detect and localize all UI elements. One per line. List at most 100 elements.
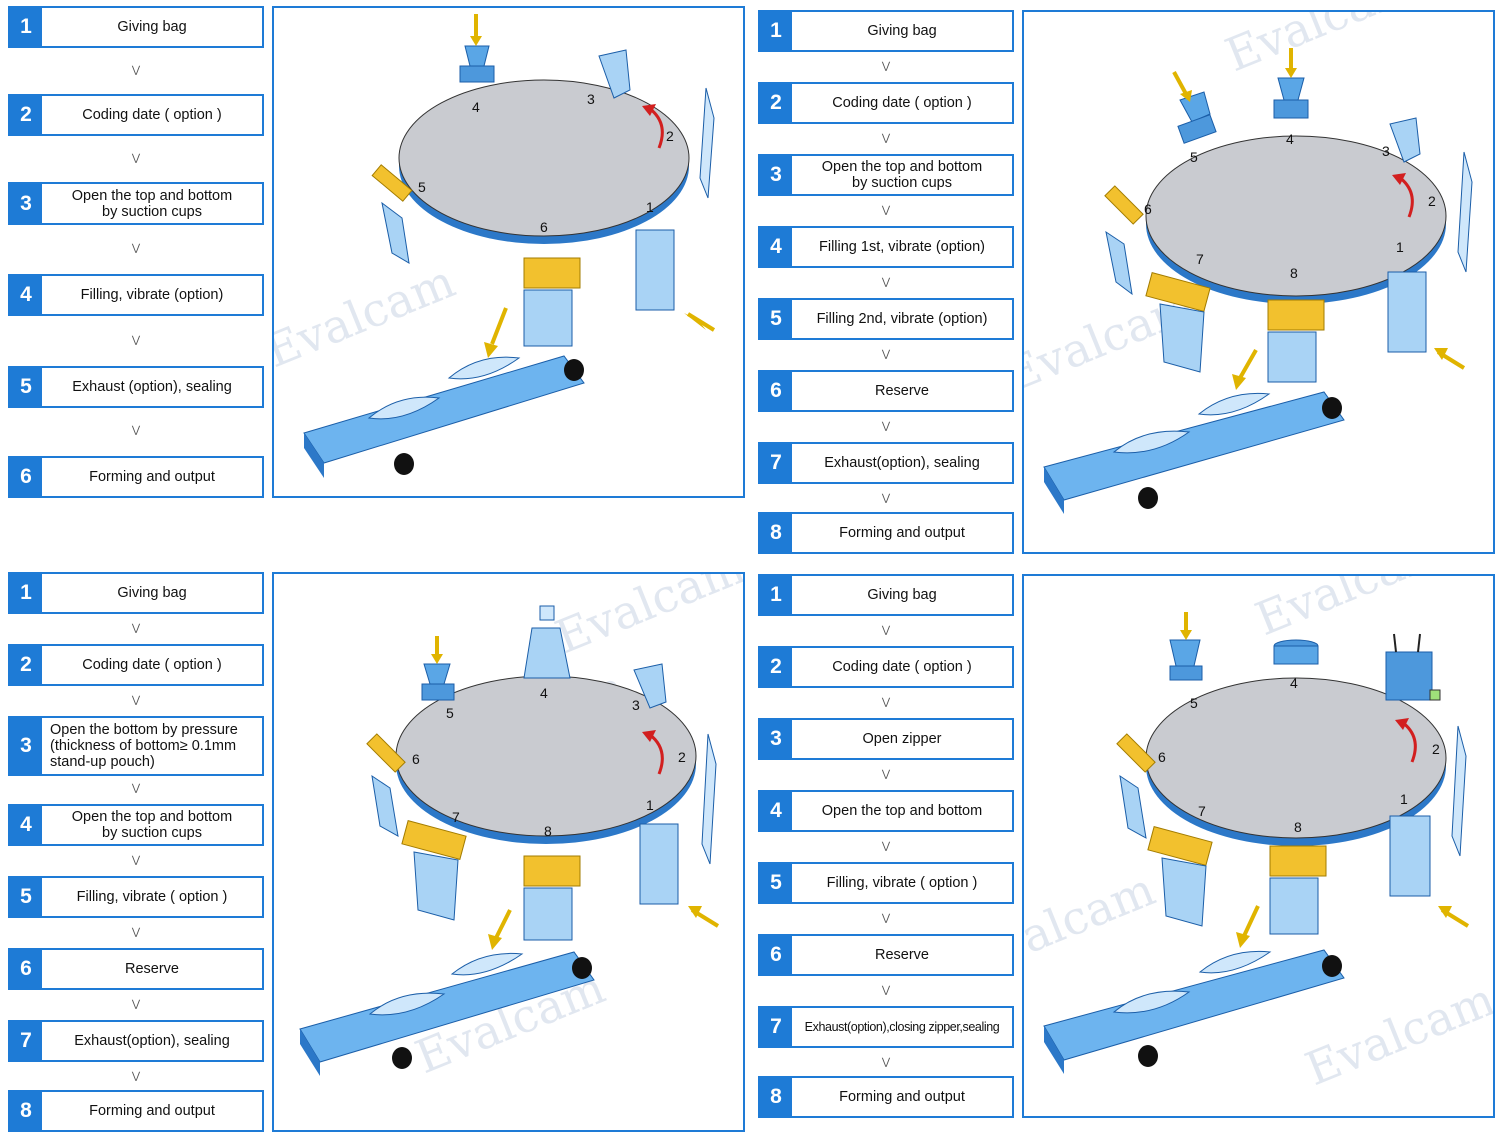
step-label: Forming and output xyxy=(89,469,215,485)
rotary-machine-illustration: Evalcam Evalcam Evalcam Evalcam 1 2 3 4 … xyxy=(1022,574,1495,1118)
chevron-down-icon: ⋁ xyxy=(131,783,141,794)
station-number: 8 xyxy=(1290,265,1298,281)
step-label: Exhaust(option),closing zipper,sealing xyxy=(804,1020,1000,1034)
machine-diagram: Evalcam Evalcam 1 2 3 4 5 6 xyxy=(274,14,716,478)
step-number: 3 xyxy=(10,718,42,774)
step-number: 3 xyxy=(10,184,42,223)
station-number: 4 xyxy=(472,99,480,115)
machine-diagram: Evalcam Evalcam Evalcam 1 2 3 4 5 6 7 8 xyxy=(299,574,743,1084)
chevron-down-icon: ⋁ xyxy=(881,769,891,780)
chevron-down-icon: ⋁ xyxy=(131,153,141,164)
chevron-down-icon: ⋁ xyxy=(881,277,891,288)
step-label: Filling 2nd, vibrate (option) xyxy=(816,311,988,327)
step-label: Exhaust(option), sealing xyxy=(824,455,980,471)
station-number: 5 xyxy=(446,705,454,721)
step-2: 2 Coding date ( option ) xyxy=(758,82,1014,124)
station-number: 8 xyxy=(544,823,552,839)
chevron-down-icon: ⋁ xyxy=(881,493,891,504)
step-number: 3 xyxy=(760,156,792,194)
step-number: 4 xyxy=(10,276,42,314)
step-number: 8 xyxy=(760,1078,792,1116)
step-label: Giving bag xyxy=(867,23,937,39)
step-label: Coding date ( option ) xyxy=(832,659,972,675)
station-number: 1 xyxy=(1396,239,1404,255)
step-1: 1 Giving bag xyxy=(8,572,264,614)
chevron-down-icon: ⋁ xyxy=(881,697,891,708)
machine-diagram: Evalcam Evalcam Evalcam 1 2 3 4 5 6 7 8 xyxy=(1024,12,1473,514)
chevron-down-icon: ⋁ xyxy=(131,335,141,346)
step-label: Coding date ( option ) xyxy=(82,657,222,673)
step-number: 4 xyxy=(760,792,792,830)
step-4: 4 Filling 1st, vibrate (option) xyxy=(758,226,1014,268)
watermark: Evalcam xyxy=(1298,972,1495,1096)
chevron-down-icon: ⋁ xyxy=(131,999,141,1010)
step-number: 6 xyxy=(10,458,42,496)
step-label: Giving bag xyxy=(117,585,187,601)
station-number: 7 xyxy=(452,809,460,825)
step-number: 6 xyxy=(760,372,792,410)
station-number: 4 xyxy=(1286,131,1294,147)
step-number: 1 xyxy=(10,8,42,46)
step-5: 5 Filling, vibrate ( option ) xyxy=(758,862,1014,904)
step-label: Filling, vibrate ( option ) xyxy=(826,875,978,891)
station-number: 6 xyxy=(540,219,548,235)
chevron-down-icon: ⋁ xyxy=(881,1057,891,1068)
step-number: 5 xyxy=(760,300,792,338)
step-8: 8 Forming and output xyxy=(758,512,1014,554)
step-label: Open the bottom by pressure (thickness o… xyxy=(50,722,238,770)
step-6: 6 Reserve xyxy=(758,370,1014,412)
step-3: 3 Open zipper xyxy=(758,718,1014,760)
station-number: 2 xyxy=(1432,741,1440,757)
station-number: 4 xyxy=(1290,675,1298,691)
step-8: 8 Forming and output xyxy=(8,1090,264,1132)
station-number: 7 xyxy=(1196,251,1204,267)
step-number: 8 xyxy=(10,1092,42,1130)
step-6: 6 Forming and output xyxy=(8,456,264,498)
step-3: 3 Open the bottom by pressure (thickness… xyxy=(8,716,264,776)
station-number: 1 xyxy=(1400,791,1408,807)
step-label: Giving bag xyxy=(117,19,187,35)
station-number: 2 xyxy=(666,128,674,144)
station-number: 8 xyxy=(1294,819,1302,835)
machine-diagram: Evalcam Evalcam Evalcam Evalcam 1 2 3 4 … xyxy=(1024,576,1495,1096)
step-3: 3 Open the top and bottom by suction cup… xyxy=(8,182,264,225)
step-number: 3 xyxy=(760,720,792,758)
chevron-down-icon: ⋁ xyxy=(881,133,891,144)
station-number: 1 xyxy=(646,199,654,215)
station-number: 5 xyxy=(1190,149,1198,165)
step-number: 1 xyxy=(10,574,42,612)
step-label: Open the top and bottom xyxy=(821,803,983,819)
step-1: 1 Giving bag xyxy=(758,574,1014,616)
chevron-down-icon: ⋁ xyxy=(881,625,891,636)
step-label: Open the top and bottom by suction cups xyxy=(821,159,983,191)
station-number: 6 xyxy=(412,751,420,767)
station-number: 2 xyxy=(1428,193,1436,209)
chevron-down-icon: ⋁ xyxy=(881,841,891,852)
chevron-down-icon: ⋁ xyxy=(131,695,141,706)
step-number: 7 xyxy=(760,1008,792,1046)
step-7: 7 Exhaust(option),closing zipper,sealing xyxy=(758,1006,1014,1048)
step-label: Open the top and bottom by suction cups xyxy=(71,809,233,841)
step-5: 5 Filling 2nd, vibrate (option) xyxy=(758,298,1014,340)
station-number: 7 xyxy=(1198,803,1206,819)
step-label: Forming and output xyxy=(839,525,965,541)
step-2: 2 Coding date ( option ) xyxy=(758,646,1014,688)
chevron-down-icon: ⋁ xyxy=(131,425,141,436)
step-number: 5 xyxy=(10,368,42,406)
chevron-down-icon: ⋁ xyxy=(131,855,141,866)
step-label: Filling, vibrate (option) xyxy=(80,287,224,303)
watermark: Evalcam xyxy=(1218,12,1422,82)
step-6: 6 Reserve xyxy=(8,948,264,990)
step-number: 2 xyxy=(10,96,42,134)
step-label: Exhaust (option), sealing xyxy=(72,379,232,395)
station-number: 5 xyxy=(1190,695,1198,711)
station-number: 5 xyxy=(418,179,426,195)
step-number: 2 xyxy=(760,84,792,122)
step-7: 7 Exhaust(option), sealing xyxy=(8,1020,264,1062)
step-7: 7 Exhaust(option), sealing xyxy=(758,442,1014,484)
station-number: 3 xyxy=(632,697,640,713)
station-number: 6 xyxy=(1158,749,1166,765)
step-5: 5 Filling, vibrate ( option ) xyxy=(8,876,264,918)
step-label: Giving bag xyxy=(867,587,937,603)
step-1: 1 Giving bag xyxy=(758,10,1014,52)
